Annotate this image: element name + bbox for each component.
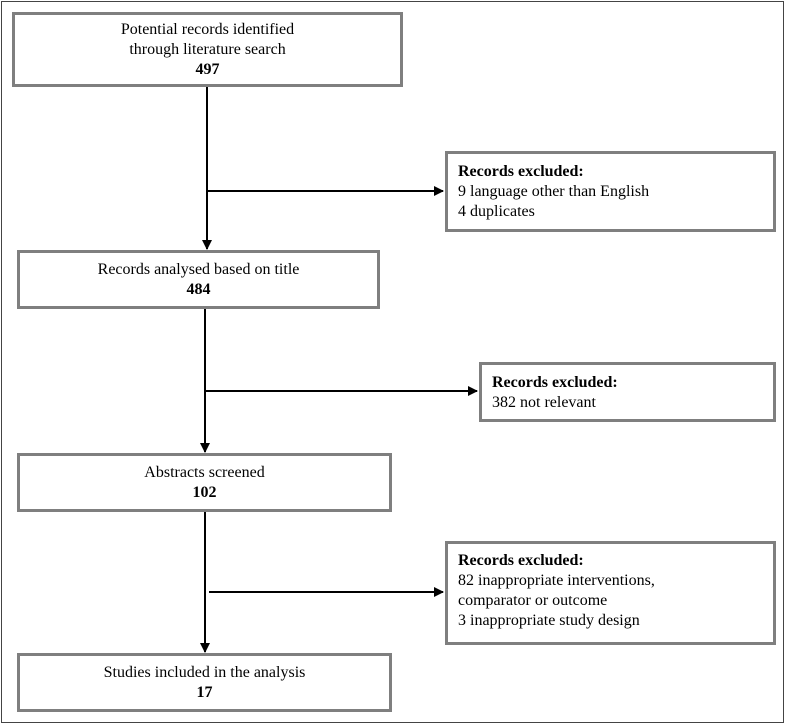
- step-title-analysed-count: 484: [186, 280, 211, 298]
- exclusion-box-1: Records excluded: 9 language other than …: [445, 151, 776, 232]
- step-studies-included-label: Studies included in the analysis: [103, 663, 306, 681]
- step-abstracts-screened-label: Abstracts screened: [144, 463, 265, 481]
- exclusion-3-heading: Records excluded:: [458, 552, 584, 569]
- exclusion-box-3: Records excluded: 82 inappropriate inter…: [445, 541, 776, 645]
- exclusion-3-line-2: comparator or outcome: [458, 592, 608, 609]
- exclusion-1-line-1: 9 language other than English: [458, 183, 650, 200]
- exclusion-3-line-1: 82 inappropriate interventions,: [458, 572, 655, 589]
- step-studies-included: Studies included in the analysis 17: [17, 653, 392, 712]
- step-abstracts-screened: Abstracts screened 102: [17, 453, 392, 512]
- exclusion-1-line-2: 4 duplicates: [458, 203, 535, 220]
- exclusion-2-heading: Records excluded:: [492, 374, 618, 391]
- step-identified: Potential records identified through lit…: [12, 12, 403, 87]
- step-studies-included-count: 17: [196, 683, 213, 701]
- step-title-analysed-label: Records analysed based on title: [97, 260, 300, 278]
- exclusion-box-2: Records excluded: 382 not relevant: [479, 362, 776, 422]
- step-identified-line-1: Potential records identified: [120, 20, 295, 38]
- exclusion-2-line-1: 382 not relevant: [492, 394, 596, 411]
- step-title-analysed: Records analysed based on title 484: [17, 250, 380, 309]
- exclusion-3-line-3: 3 inappropriate study design: [458, 612, 640, 629]
- step-identified-line-2: through literature search: [129, 40, 286, 58]
- exclusion-1-heading: Records excluded:: [458, 163, 584, 180]
- step-abstracts-screened-count: 102: [192, 483, 217, 501]
- step-identified-count: 497: [195, 60, 220, 78]
